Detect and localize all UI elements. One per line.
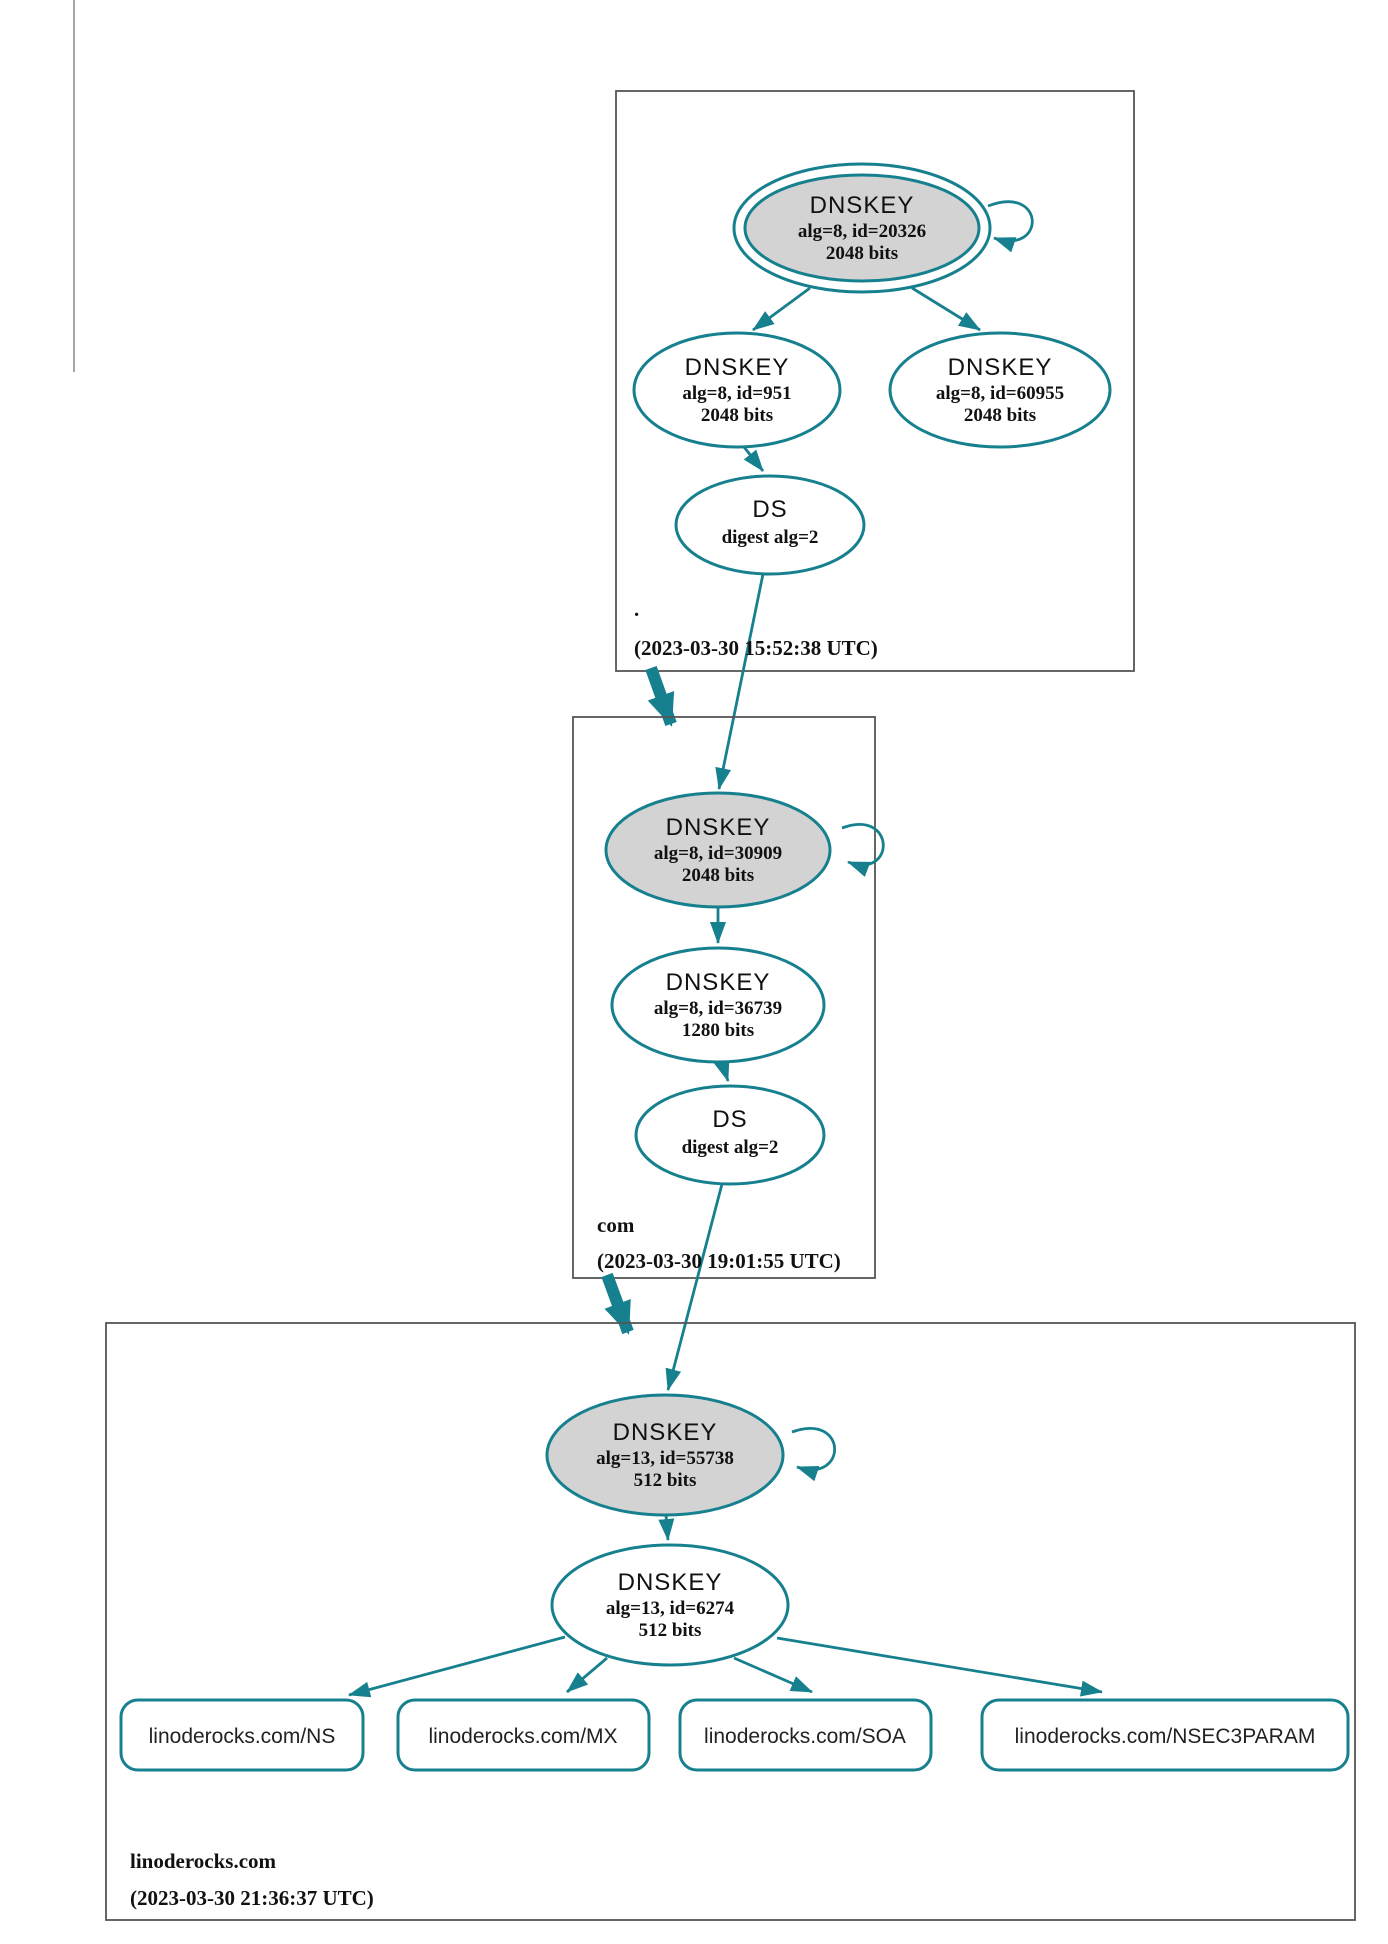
node-meta: alg=8, id=36739 <box>654 998 782 1019</box>
edge-root-ksk-to-zsk-60955 <box>911 286 981 332</box>
node-bits: 2048 bits <box>701 405 773 426</box>
zone-com: DNSKEY alg=8, id=30909 2048 bits DNSKEY … <box>572 716 885 1391</box>
rrset-label: linoderocks.com/NSEC3PARAM <box>1015 1725 1316 1748</box>
node-title: DNSKEY <box>948 354 1053 381</box>
rrset-node-ns[interactable]: linoderocks.com/NS <box>119 1698 365 1772</box>
node-meta: alg=8, id=20326 <box>798 221 926 242</box>
edge-root-ds-to-com-ksk <box>715 573 765 790</box>
rrset-node-mx[interactable]: linoderocks.com/MX <box>396 1698 651 1772</box>
dnskey-node-com-ksk-30909[interactable]: DNSKEY alg=8, id=30909 2048 bits <box>604 791 832 909</box>
zone-linoderocks: DNSKEY alg=13, id=55738 512 bits DNSKEY … <box>105 1322 1356 1921</box>
node-meta: alg=13, id=6274 <box>606 1598 735 1619</box>
zone-label-linoderocks: linoderocks.com <box>130 1849 277 1873</box>
edge-lino-ksk-selfloop <box>791 1427 837 1482</box>
edge-root-ksk-to-zsk-951 <box>752 286 811 332</box>
delegation-arrow-root-to-com <box>645 665 677 727</box>
edge-lino-ksk-to-zsk <box>658 1514 675 1541</box>
zone-box-linoderocks <box>105 1322 1356 1921</box>
node-title: DNSKEY <box>666 814 771 841</box>
zone-timestamp-linoderocks: (2023-03-30 21:36:37 UTC) <box>130 1886 374 1910</box>
node-bits: 1280 bits <box>682 1020 754 1041</box>
ds-node-com[interactable]: DS digest alg=2 <box>634 1084 826 1186</box>
zone-box-com <box>572 716 876 1279</box>
node-ellipse <box>674 474 866 576</box>
rrset-label: linoderocks.com/NS <box>149 1725 336 1748</box>
node-ellipse <box>550 1543 790 1667</box>
node-bits: 2048 bits <box>826 243 898 264</box>
node-title: DNSKEY <box>810 192 915 219</box>
edge-zsk-to-soa <box>733 1656 813 1694</box>
zone-timestamp-root: (2023-03-30 15:52:38 UTC) <box>634 636 878 660</box>
node-meta: alg=8, id=30909 <box>654 843 782 864</box>
node-title: DNSKEY <box>613 1419 718 1446</box>
node-title: DNSKEY <box>685 354 790 381</box>
node-ellipse <box>632 331 842 449</box>
node-ellipse <box>545 1393 785 1517</box>
node-bits: 512 bits <box>639 1620 702 1641</box>
node-title: DNSKEY <box>666 969 771 996</box>
node-meta: alg=8, id=951 <box>682 383 791 404</box>
rrset-label: linoderocks.com/SOA <box>704 1725 906 1748</box>
node-meta: alg=8, id=60955 <box>936 383 1064 404</box>
edge-com-ksk-selfloop <box>841 823 885 877</box>
dnskey-node-lino-ksk-55738[interactable]: DNSKEY alg=13, id=55738 512 bits <box>545 1393 785 1517</box>
edge-zsk-951-to-ds <box>742 446 765 472</box>
dnskey-node-root-zsk-60955[interactable]: DNSKEY alg=8, id=60955 2048 bits <box>888 331 1112 449</box>
rrset-label: linoderocks.com/MX <box>428 1725 617 1748</box>
zone-box-root <box>615 90 1135 672</box>
zone-timestamp-com: (2023-03-30 19:01:55 UTC) <box>597 1249 841 1273</box>
node-bits: 2048 bits <box>964 405 1036 426</box>
zone-label-root: . <box>634 597 639 621</box>
dnskey-node-com-zsk-36739[interactable]: DNSKEY alg=8, id=36739 1280 bits <box>610 946 826 1064</box>
node-bits: 512 bits <box>634 1470 697 1491</box>
node-meta: digest alg=2 <box>682 1137 779 1158</box>
dnskey-node-root-zsk-951[interactable]: DNSKEY alg=8, id=951 2048 bits <box>632 331 842 449</box>
rrset-node-soa[interactable]: linoderocks.com/SOA <box>678 1698 933 1772</box>
dnskey-node-lino-zsk-6274[interactable]: DNSKEY alg=13, id=6274 512 bits <box>550 1543 790 1667</box>
node-ellipse <box>888 331 1112 449</box>
node-title: DS <box>752 496 787 523</box>
rrset-box <box>396 1698 651 1772</box>
ds-node-root[interactable]: DS digest alg=2 <box>674 474 866 576</box>
edge-com-ds-to-lino-ksk <box>665 1183 724 1391</box>
node-meta: digest alg=2 <box>722 527 819 548</box>
node-title: DNSKEY <box>618 1569 723 1596</box>
node-ellipse <box>604 791 832 909</box>
rrset-node-nsec3param[interactable]: linoderocks.com/NSEC3PARAM <box>980 1698 1350 1772</box>
edge-zsk-to-ns <box>348 1635 566 1698</box>
edge-zsk-to-nsec3param <box>776 1636 1103 1697</box>
dnskey-node-root-ksk-20326[interactable]: DNSKEY alg=8, id=20326 2048 bits <box>732 162 992 294</box>
edge-zsk-to-mx <box>566 1656 608 1694</box>
node-ellipse <box>634 1084 826 1186</box>
rrset-box <box>980 1698 1350 1772</box>
node-meta: alg=13, id=55738 <box>596 1448 734 1469</box>
edge-com-zsk-to-ds <box>714 1058 730 1082</box>
ksk-inner-ring <box>743 173 981 283</box>
rrset-box <box>119 1698 365 1772</box>
node-ellipse <box>610 946 826 1064</box>
node-bits: 2048 bits <box>682 865 754 886</box>
node-title: DS <box>712 1106 747 1133</box>
zone-label-com: com <box>597 1213 635 1237</box>
edge-root-ksk-selfloop <box>987 200 1034 253</box>
rrset-box <box>678 1698 933 1772</box>
zone-root: DNSKEY alg=8, id=20326 2048 bits DNSKEY … <box>615 90 1135 790</box>
